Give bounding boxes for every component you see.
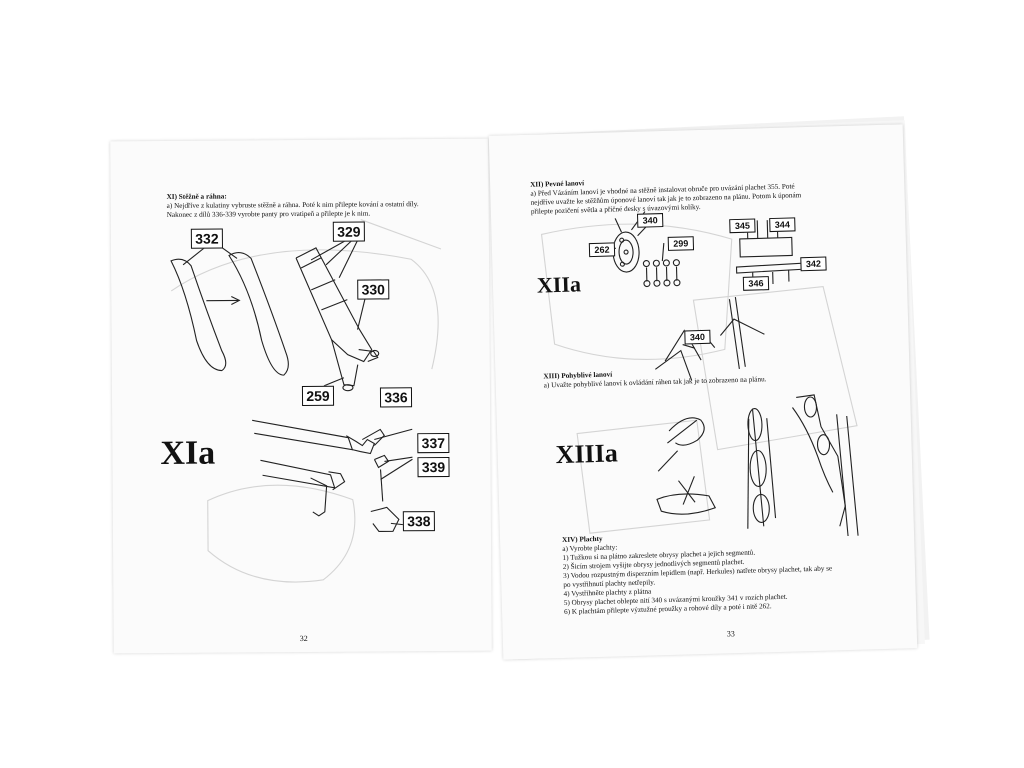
section-label: XIIIa xyxy=(555,438,619,470)
part-label: 332 xyxy=(190,228,223,249)
part-label: 346 xyxy=(742,276,770,291)
part-label: 299 xyxy=(667,236,695,251)
part-label: 339 xyxy=(417,456,450,478)
part-label: 329 xyxy=(332,221,365,242)
background-plan-drawing xyxy=(540,223,858,534)
part-label: 262 xyxy=(588,242,616,258)
section-label: XIa xyxy=(160,434,216,472)
part-label: 342 xyxy=(800,256,827,272)
page-number: 33 xyxy=(726,629,735,639)
part-label: 337 xyxy=(417,432,450,454)
part-label: 344 xyxy=(769,217,796,233)
rigging-drawing xyxy=(605,211,859,537)
section-label: XIIa xyxy=(536,271,582,298)
part-label: 336 xyxy=(379,387,413,408)
left-page: XI) Stěžně a ráhna: a) Nejdříve z kulati… xyxy=(110,138,492,654)
part-label: 330 xyxy=(357,279,390,300)
part-label: 340 xyxy=(636,213,664,228)
background-plan-drawing xyxy=(170,219,442,583)
part-label: 340 xyxy=(684,329,711,345)
mast-yard-drawing xyxy=(170,237,413,533)
part-label: 345 xyxy=(729,218,756,234)
part-label: 338 xyxy=(402,511,435,532)
part-label: 259 xyxy=(301,385,335,406)
right-page: XII) Pevné lanoví a) Před Vázáním lanoví… xyxy=(488,124,918,660)
page-number: 32 xyxy=(299,633,308,644)
